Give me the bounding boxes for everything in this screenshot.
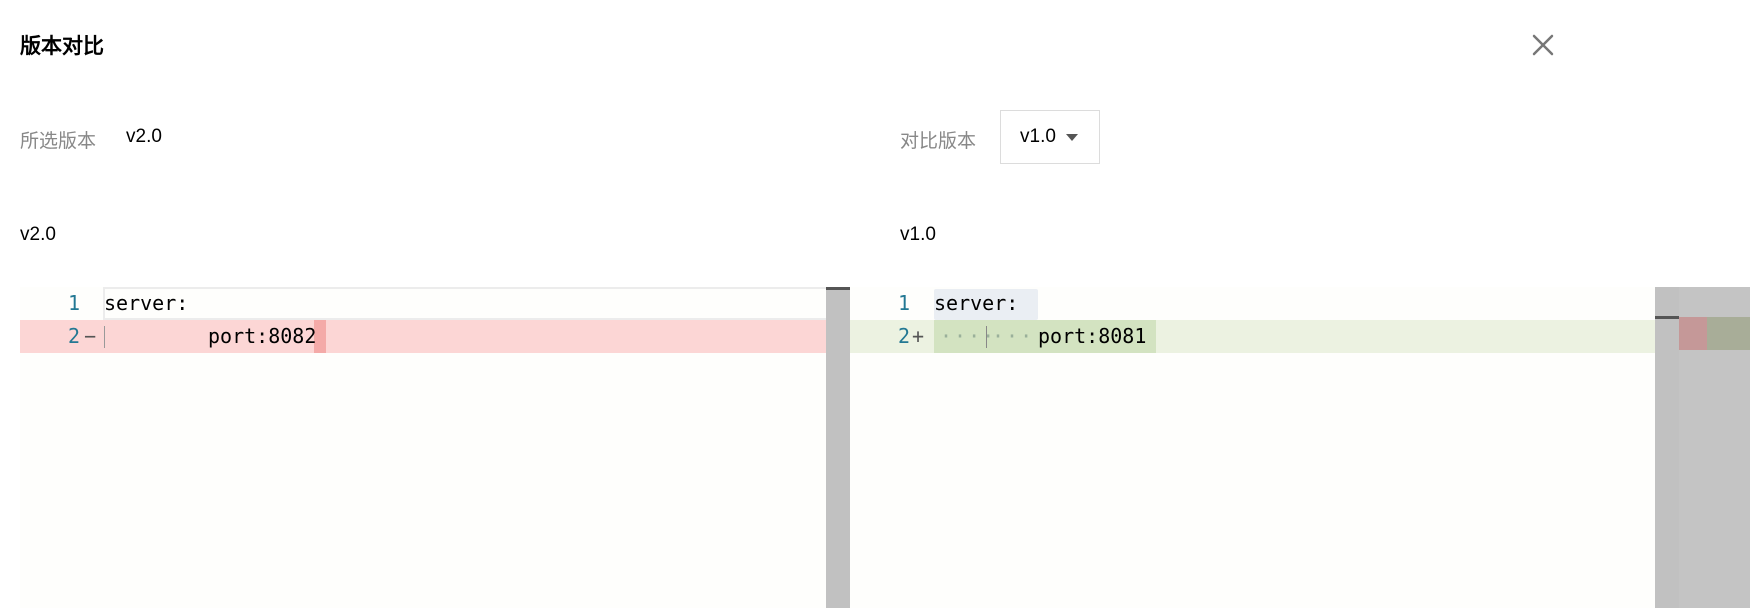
line-number: 2: [897, 324, 910, 348]
right-code-line: 1 server:: [850, 287, 1750, 320]
line-number: 1: [897, 291, 910, 315]
code-text: server:: [934, 291, 1019, 315]
compare-version-select[interactable]: v1.0: [1000, 110, 1100, 164]
left-scrollbar[interactable]: [826, 287, 850, 608]
code-text: server:: [104, 291, 189, 315]
whitespace-dots: ···: [992, 324, 1035, 348]
line-highlight: [934, 289, 1038, 320]
left-code-line: 1 server:: [20, 287, 850, 320]
added-char-highlight: [934, 320, 1156, 353]
compare-version-select-value: v1.0: [1020, 126, 1056, 147]
overview-removed-marker: [1679, 317, 1707, 350]
left-code-line-removed: 2 − port:8082: [20, 320, 850, 353]
caret-down-icon: [1065, 133, 1078, 141]
line-number: 2: [67, 324, 80, 348]
indent-guide: [104, 326, 105, 348]
compare-version-label: 对比版本: [900, 130, 977, 152]
close-icon: [1532, 34, 1554, 56]
left-pane-label: v2.0: [20, 224, 56, 245]
whitespace-dots: ····: [940, 324, 997, 348]
overview-ruler: [1679, 287, 1750, 608]
removed-marker: −: [84, 324, 97, 348]
right-code-line-added: 2 + ···· ··· port:8081: [850, 320, 1655, 353]
code-text: port:8081: [1038, 324, 1147, 348]
right-diff-editor[interactable]: 1 server: 2 + ···· ··· port:8081: [850, 287, 1750, 608]
close-button[interactable]: [1528, 30, 1558, 60]
left-diff-editor[interactable]: 1 server: 2 − port:8082: [20, 287, 850, 608]
indent-guide: [986, 326, 987, 348]
right-pane-label: v1.0: [900, 224, 936, 245]
scrollbar-marker: [826, 287, 850, 290]
code-text: port:8082: [208, 324, 317, 348]
line-number: 1: [67, 291, 80, 315]
added-marker: +: [912, 324, 925, 348]
overview-added-marker: [1707, 317, 1750, 350]
removed-char-highlight: [314, 320, 326, 353]
dialog-title: 版本对比: [20, 34, 104, 58]
right-scrollbar[interactable]: [1655, 287, 1679, 608]
selected-version-value: v2.0: [126, 126, 162, 147]
scrollbar-marker: [1655, 316, 1679, 319]
selected-version-label: 所选版本: [20, 130, 97, 152]
